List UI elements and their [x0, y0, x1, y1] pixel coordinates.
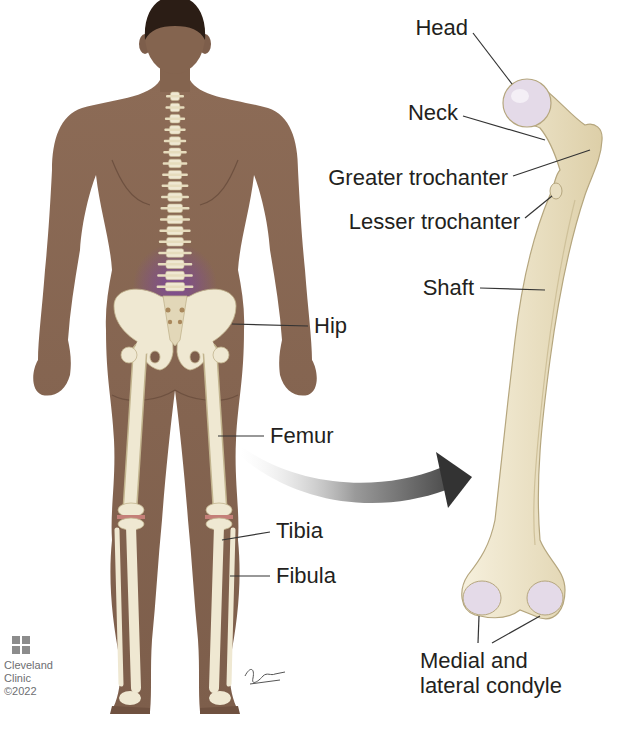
- femur-bone: [527, 581, 563, 615]
- leg-bones: [206, 503, 232, 517]
- spine-bones: [165, 106, 184, 109]
- spine-bones: [164, 140, 186, 143]
- zoom-arrow: [436, 452, 472, 508]
- watermark: Cleveland Clinic ©2022: [4, 659, 62, 699]
- leg-bones: [130, 350, 140, 508]
- logo-mark: [12, 646, 20, 654]
- spine-bones: [164, 129, 185, 132]
- spine-bones: [161, 196, 189, 199]
- part-label: Head: [415, 15, 468, 40]
- spine-bones: [165, 117, 185, 120]
- spine-bones: [158, 263, 193, 266]
- part-label: Fibula: [276, 563, 336, 588]
- leader-lines: [525, 196, 552, 218]
- part-label: Femur: [270, 423, 334, 448]
- leg-bones: [209, 691, 231, 705]
- zoom-arrow: [240, 447, 472, 508]
- leg-bones: [214, 526, 219, 688]
- leader-lines: [232, 324, 308, 326]
- logo-mark: [12, 636, 20, 644]
- pelvis-bone: [150, 351, 160, 363]
- pelvis-bone: [166, 308, 171, 313]
- leg-bones: [198, 338, 214, 354]
- leg-bones: [117, 338, 233, 705]
- leader-lines: [492, 616, 540, 643]
- spine-bones: [163, 151, 187, 154]
- leader-lines: [478, 616, 479, 643]
- leg-bones: [130, 350, 140, 508]
- femur-bone: [462, 79, 602, 619]
- pelvis-bone: [163, 296, 187, 346]
- leg-bones: [210, 350, 220, 508]
- spine-bones: [157, 285, 194, 288]
- spine-bones: [163, 162, 188, 165]
- femur-bone: [534, 200, 575, 545]
- spine-bones: [162, 185, 189, 188]
- pelvis-bone: [178, 320, 182, 324]
- pelvis-bone: [190, 351, 200, 363]
- part-label: Tibia: [276, 518, 323, 543]
- body-silhouette: [145, 0, 205, 40]
- leg-bones: [121, 347, 137, 363]
- spine-bones: [159, 241, 191, 244]
- leg-bones: [229, 530, 233, 684]
- pelvis-bone: [180, 308, 185, 313]
- spine-bones: [161, 207, 190, 210]
- logo-mark: [22, 646, 30, 654]
- spine-bones: [157, 274, 193, 277]
- leg-bones: [131, 526, 136, 688]
- logo-mark: [22, 636, 30, 644]
- leg-bones: [118, 503, 144, 517]
- body-silhouette: [33, 80, 317, 712]
- leader-lines: [473, 33, 512, 84]
- pelvis-bone: [114, 289, 236, 370]
- spine-bones: [159, 229, 190, 232]
- leg-bones: [119, 691, 141, 705]
- part-label: Shaft: [423, 275, 474, 300]
- leader-lines: [463, 116, 545, 140]
- body-silhouette: [33, 0, 317, 714]
- zoom-arrow: [240, 447, 446, 503]
- pelvis-bone: [168, 320, 172, 324]
- leader-lines: [480, 288, 545, 290]
- part-label: Neck: [408, 100, 458, 125]
- spine-bones: [157, 92, 194, 291]
- part-label: Greater trochanter: [328, 165, 508, 190]
- spine-bones: [166, 95, 184, 98]
- femur-bone: [503, 79, 551, 127]
- leader-lines: [218, 33, 590, 643]
- spine-bones: [160, 218, 190, 221]
- spine-bones: [158, 252, 191, 255]
- artist-signature: [245, 669, 285, 684]
- femur-bone: [511, 89, 529, 103]
- logo-mark: [12, 636, 30, 654]
- leader-lines: [513, 150, 590, 176]
- leg-bones: [117, 530, 121, 684]
- femur-bone: [462, 82, 602, 619]
- body-silhouette: [112, 160, 238, 400]
- part-label: Lesser trochanter: [349, 209, 520, 234]
- spine-bones: [162, 173, 188, 176]
- leg-bones: [210, 350, 220, 508]
- body-silhouette: [110, 706, 240, 714]
- leg-bones: [213, 347, 229, 363]
- femur-bone: [463, 581, 501, 615]
- leg-bones: [136, 338, 152, 354]
- leader-lines: [222, 532, 270, 540]
- leader-lines: [230, 575, 270, 576]
- part-label: Hip: [314, 313, 347, 338]
- part-label: Medial and lateral condyle: [420, 648, 580, 699]
- leader-lines: [218, 435, 264, 436]
